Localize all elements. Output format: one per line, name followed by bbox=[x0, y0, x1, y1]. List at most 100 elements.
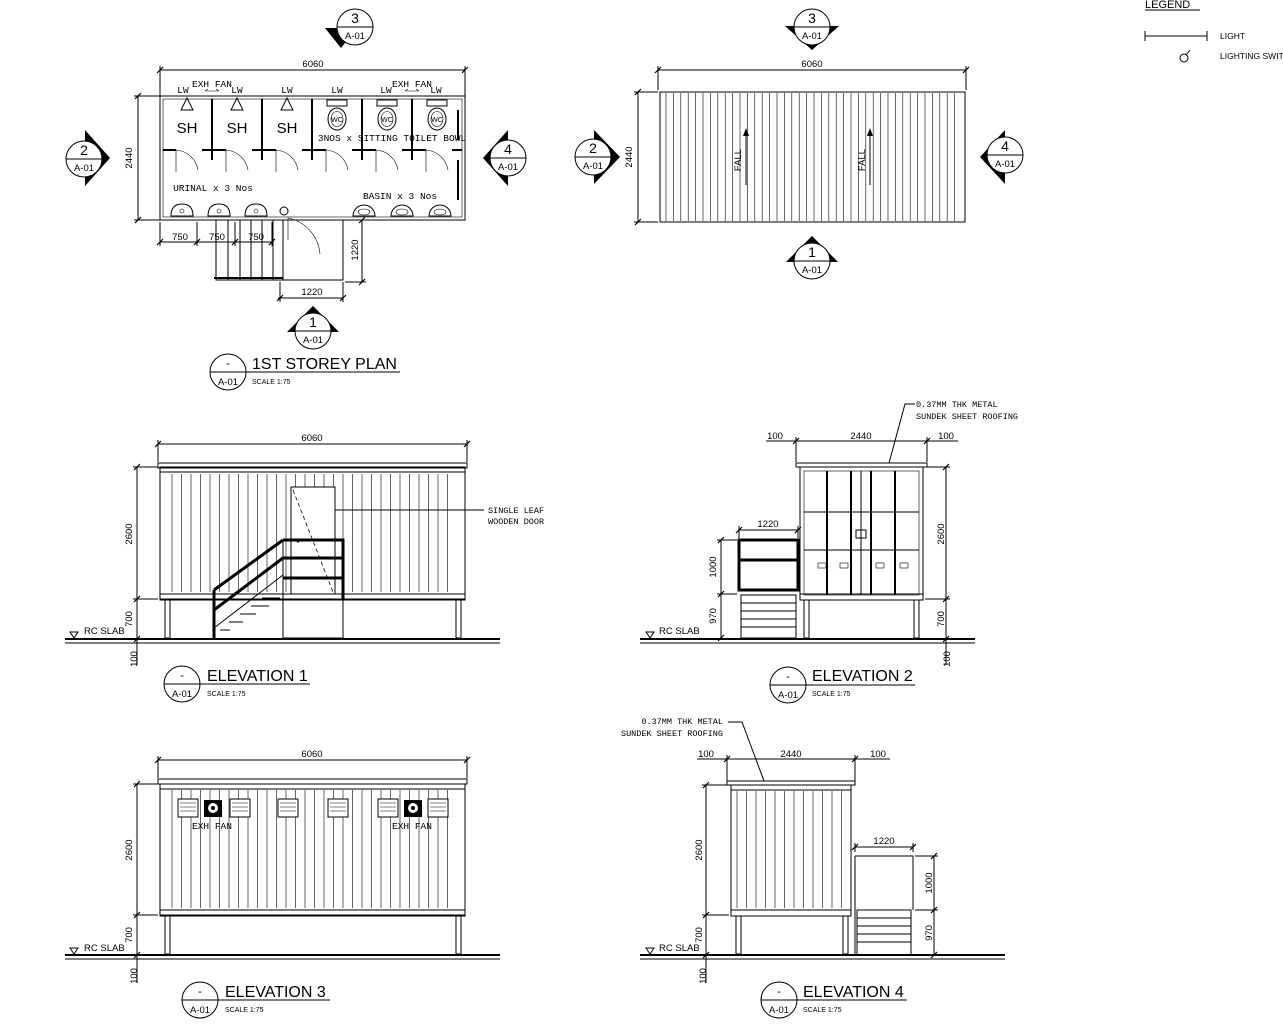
e1-scale: SCALE 1:75 bbox=[207, 691, 246, 698]
plan-dim-750a: 750 bbox=[172, 232, 188, 243]
title-plan: - A-01 1ST STOREY PLAN SCALE 1:75 bbox=[209, 353, 400, 391]
title-elevation-2: - A-01 ELEVATION 2 SCALE 1:75 bbox=[769, 666, 915, 704]
e4-dim-2600: 2600 bbox=[694, 839, 705, 860]
title-elevation-3: - A-01 ELEVATION 3 SCALE 1:75 bbox=[181, 981, 330, 1019]
plan-sh-2: SH bbox=[227, 120, 248, 137]
roof-marker-2: 2 A-01 bbox=[574, 130, 620, 184]
toilet-icon: WC bbox=[326, 99, 348, 131]
e3-exh-fan-1: EXH FAN bbox=[192, 821, 232, 832]
e1-rc-slab: RC SLAB bbox=[84, 626, 125, 637]
plan-lw-5: LW bbox=[380, 85, 392, 96]
plan-exh-fan-2: EXH FAN bbox=[392, 79, 432, 90]
basin-icon bbox=[352, 204, 376, 217]
e2-title: ELEVATION 2 bbox=[812, 668, 913, 685]
e2-roof-note-1: 0.37MM THK METAL bbox=[916, 400, 998, 410]
roof-plan: 6060 2440 FALL FALL bbox=[624, 59, 970, 226]
plan-basin-note: BASIN x 3 Nos bbox=[363, 191, 437, 202]
roof-marker-3: 3 A-01 bbox=[785, 8, 839, 50]
svg-text:A-01: A-01 bbox=[769, 1005, 789, 1016]
svg-text:A-01: A-01 bbox=[802, 265, 822, 276]
roof-marker-4: 4 A-01 bbox=[980, 130, 1024, 184]
section-marker-3: 3 A-01 bbox=[325, 8, 374, 48]
roof-dim-height: 2440 bbox=[624, 146, 635, 167]
e2-dim-100-left: 100 bbox=[767, 431, 783, 442]
plan-lw-6: LW bbox=[430, 85, 442, 96]
roof-outline bbox=[659, 91, 966, 223]
e3-title: ELEVATION 3 bbox=[225, 984, 326, 1001]
plan-exh-fan-1: EXH FAN bbox=[192, 79, 232, 90]
e2-dim-700: 700 bbox=[936, 611, 947, 627]
e1-dim-100: 100 bbox=[129, 651, 140, 667]
e1-dim-width: 6060 bbox=[301, 433, 322, 444]
elevation-1: 6060 SINGLE LEAF WOODEN DOOR RC SLAB bbox=[65, 433, 544, 667]
e3-scale: SCALE 1:75 bbox=[225, 1007, 264, 1014]
svg-text:A-01: A-01 bbox=[218, 377, 238, 388]
e1-dim-700: 700 bbox=[124, 611, 135, 627]
e2-scale: SCALE 1:75 bbox=[812, 691, 851, 698]
shower-icon bbox=[230, 96, 244, 111]
svg-text:2: 2 bbox=[80, 142, 88, 158]
e3-exh-fan-2: EXH FAN bbox=[392, 821, 432, 832]
section-marker-4: 4 A-01 bbox=[483, 130, 527, 186]
svg-text:A-01: A-01 bbox=[583, 161, 603, 172]
e4-roof-note-1: 0.37MM THK METAL bbox=[641, 717, 723, 727]
plan-sh-3: SH bbox=[277, 120, 298, 137]
fan-icon bbox=[404, 800, 422, 817]
e2-dim-100-right: 100 bbox=[938, 431, 954, 442]
toilet-icon: WC bbox=[426, 99, 448, 131]
section-marker-2: 2 A-01 bbox=[65, 130, 110, 186]
e1-title: ELEVATION 1 bbox=[207, 668, 308, 685]
e2-dim-2600: 2600 bbox=[936, 523, 947, 544]
plan-dim-height: 2440 bbox=[124, 147, 135, 168]
louvre-vents bbox=[177, 798, 449, 818]
title-elevation-1: - A-01 ELEVATION 1 SCALE 1:75 bbox=[163, 665, 310, 703]
svg-text:4: 4 bbox=[1001, 138, 1009, 154]
svg-text:A-01: A-01 bbox=[995, 159, 1015, 170]
svg-text:3: 3 bbox=[808, 10, 816, 26]
e4-roof-note-2: SUNDEK SHEET ROOFING bbox=[621, 729, 723, 739]
fan-icon bbox=[204, 800, 222, 817]
svg-text:1: 1 bbox=[309, 314, 317, 330]
plan-dim-750b: 750 bbox=[209, 232, 225, 243]
elevation-4: 100 2440 100 0.37MM THK METAL SUNDEK SHE… bbox=[621, 717, 1005, 984]
legend-light-label: LIGHT bbox=[1220, 31, 1245, 41]
switch-icon bbox=[279, 206, 289, 216]
e4-dim-1000: 1000 bbox=[924, 872, 935, 893]
basin-icon bbox=[428, 204, 452, 217]
e2-dim-1220: 1220 bbox=[757, 519, 778, 530]
svg-text:A-01: A-01 bbox=[74, 163, 94, 174]
e2-dim-2440: 2440 bbox=[850, 431, 871, 442]
plan-lw-4: LW bbox=[331, 85, 343, 96]
stairs bbox=[215, 219, 284, 281]
e2-dim-100: 100 bbox=[942, 651, 953, 667]
e4-rc-slab: RC SLAB bbox=[659, 943, 700, 954]
plan-lw-1: LW bbox=[177, 85, 189, 96]
shower-icon bbox=[280, 96, 294, 111]
roof-fall-2: FALL bbox=[857, 149, 868, 171]
e3-dim-700: 700 bbox=[124, 927, 135, 943]
title-elevation-4: - A-01 ELEVATION 4 SCALE 1:75 bbox=[760, 981, 907, 1019]
svg-text:-: - bbox=[226, 358, 230, 370]
svg-text:2: 2 bbox=[589, 140, 597, 156]
e4-dim-700: 700 bbox=[694, 927, 705, 943]
plan-toilet-note: 3NOS x SITTING TOILET BOWL bbox=[318, 133, 467, 144]
elevation-2: 100 2440 100 0.37MM THK METAL SUNDEK SHE… bbox=[640, 400, 1018, 667]
svg-text:1: 1 bbox=[808, 244, 816, 260]
svg-text:-: - bbox=[198, 986, 202, 998]
plan-title: 1ST STOREY PLAN bbox=[252, 356, 397, 373]
svg-text:4: 4 bbox=[504, 141, 512, 157]
plan-dim-750c: 750 bbox=[248, 232, 264, 243]
e3-rc-slab: RC SLAB bbox=[84, 943, 125, 954]
door-handles bbox=[817, 562, 909, 569]
svg-text:-: - bbox=[786, 671, 790, 683]
landing bbox=[282, 219, 344, 281]
e4-dim-100-left: 100 bbox=[698, 749, 714, 760]
legend-title: LEGEND bbox=[1145, 0, 1190, 11]
urinal-icon bbox=[170, 203, 194, 217]
shower-icon bbox=[180, 96, 194, 111]
elevation-3: 6060 EXH FAN EXH FAN bbox=[65, 749, 500, 984]
urinal-icon bbox=[207, 203, 231, 217]
svg-text:A-01: A-01 bbox=[778, 690, 798, 701]
e4-dim-970: 970 bbox=[924, 925, 935, 941]
